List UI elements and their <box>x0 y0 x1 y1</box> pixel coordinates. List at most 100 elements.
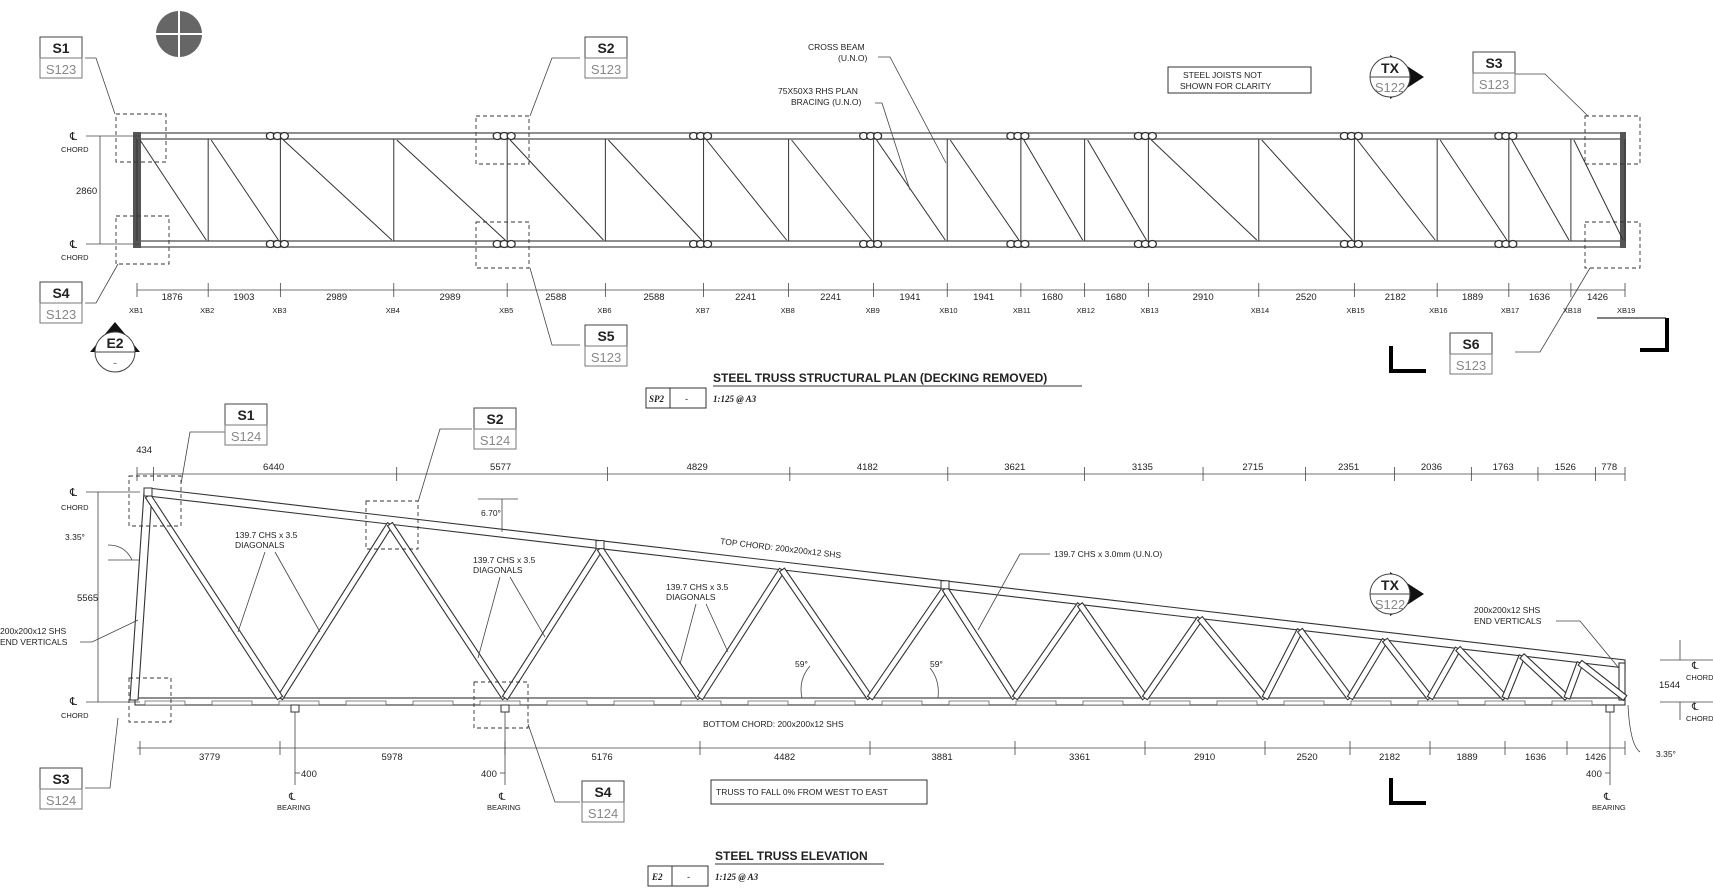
xb-label: XB4 <box>386 306 400 315</box>
plan-span-dim: 1680 <box>1042 292 1063 303</box>
elev-top-dim: 6440 <box>263 462 284 473</box>
svg-text:℄: ℄ <box>1691 661 1699 672</box>
svg-text:S3: S3 <box>52 771 69 787</box>
xb-label: XB19 <box>1617 306 1635 315</box>
plan-bracing <box>396 139 506 241</box>
elev-top-dim: 1763 <box>1493 462 1514 473</box>
plan-bracing <box>1023 139 1084 241</box>
xb-label: XB14 <box>1251 306 1269 315</box>
elev-top-dim: 4829 <box>687 462 708 473</box>
plan-bracing <box>210 139 279 241</box>
plan-span-dim: 1889 <box>1462 292 1483 303</box>
elev-note-bottom-chord: BOTTOM CHORD: 200x200x12 SHS <box>703 719 844 729</box>
elev-bottom-dim: 2910 <box>1194 752 1215 763</box>
elev-top-dim: 778 <box>1601 462 1617 473</box>
svg-text:S1: S1 <box>52 40 69 56</box>
elev-bottom-dim: 3779 <box>199 752 220 763</box>
elev-note-end-right-2: END VERTICALS <box>1474 616 1542 626</box>
plan-note-joists-box <box>1167 66 1312 94</box>
xb-label: XB3 <box>272 306 286 315</box>
elev-bottom-dim: 3881 <box>932 752 953 763</box>
elev-diagonal <box>1381 637 1434 701</box>
svg-text:℄: ℄ <box>69 487 77 499</box>
svg-text:S123: S123 <box>1456 358 1486 373</box>
plan-bracing <box>949 139 1020 241</box>
bearing-offset-dim: 400 <box>481 769 497 780</box>
elev-bottom-dim: 1889 <box>1457 752 1478 763</box>
elev-web-angle-1: 59° <box>795 659 808 669</box>
elev-note-diag-1a: 139.7 CHS x 3.5 <box>235 530 298 540</box>
elev-note-fall: TRUSS TO FALL 0% FROM WEST TO EAST <box>716 787 888 797</box>
elev-diagonal <box>1426 646 1462 701</box>
plan-note-joists-2: SHOWN FOR CLARITY <box>1180 81 1271 91</box>
bearing-label: BEARING <box>277 803 311 812</box>
plan-bracing <box>1573 139 1624 241</box>
plan-bracing <box>1261 139 1353 241</box>
svg-text:℄: ℄ <box>69 696 77 708</box>
elevation-marker-e2[interactable]: E2- <box>90 322 140 373</box>
plan-bracing <box>1151 139 1258 241</box>
svg-text:℄: ℄ <box>69 239 77 251</box>
plan-span-dim: 1941 <box>973 292 994 303</box>
elevation-top-chord <box>147 487 1626 669</box>
elev-top-chord-label: CHORD <box>61 503 89 512</box>
plan-bracing <box>1356 139 1436 241</box>
plan-bracing <box>1439 139 1508 241</box>
plan-width-dim: 2860 <box>76 186 97 197</box>
plan-span-dim: 1903 <box>233 292 254 303</box>
elev-diagonal <box>1346 637 1389 701</box>
elev-diagonal <box>696 567 786 701</box>
svg-text:℄: ℄ <box>288 792 296 803</box>
elev-note-diag-1b: DIAGONALS <box>235 540 285 550</box>
xb-label: XB17 <box>1501 306 1519 315</box>
elev-diagonal <box>866 586 949 701</box>
plan-bracing <box>1087 139 1147 241</box>
elev-note-chs: 139.7 CHS x 3.0mm (U.N.O) <box>1054 549 1162 559</box>
svg-text:S4: S4 <box>52 285 69 301</box>
elevation-ref-dash: - <box>687 872 690 883</box>
elev-diagonal <box>1563 661 1584 700</box>
plan-bracing <box>1511 139 1570 241</box>
elev-note-end-left-1: 200x200x12 SHS <box>0 626 66 636</box>
elev-diagonal <box>941 586 1019 701</box>
elev-angle-left: 3.35° <box>65 532 85 542</box>
elev-top-dim: 2036 <box>1421 462 1442 473</box>
elev-diagonal <box>1076 602 1149 701</box>
plan-ref: SP2 <box>649 394 665 404</box>
elev-bottom-dim: 5978 <box>382 752 403 763</box>
elev-top-dim: 4182 <box>857 462 878 473</box>
elev-bottom-dim: 1426 <box>1585 752 1606 763</box>
elev-bottom-chord-label: CHORD <box>61 711 89 720</box>
plan-top-chord-label: CHORD <box>61 145 89 154</box>
svg-text:℄: ℄ <box>69 131 77 143</box>
elev-diagonal <box>144 493 284 701</box>
plan-note-bracing-1: 75X50X3 RHS PLAN <box>778 86 858 96</box>
elev-note-end-right-1: 200x200x12 SHS <box>1474 605 1540 615</box>
plan-span-dim: 1876 <box>162 292 183 303</box>
plan-span-dim: 2241 <box>735 292 756 303</box>
elev-bottom-dim: 2182 <box>1379 752 1400 763</box>
elev-note-diag-3a: 139.7 CHS x 3.5 <box>666 582 729 592</box>
svg-text:S123: S123 <box>591 350 621 365</box>
svg-text:E2: E2 <box>106 335 123 351</box>
elev-diagonal <box>1455 645 1508 701</box>
elev-bottom-dim: 2520 <box>1297 752 1318 763</box>
svg-text:S122: S122 <box>1375 80 1405 95</box>
elev-diagonal <box>1577 659 1628 702</box>
elev-right-bottom-chord-label: CHORD <box>1686 714 1713 723</box>
xb-label: XB18 <box>1563 306 1581 315</box>
svg-text:S3: S3 <box>1485 55 1502 71</box>
svg-text:S123: S123 <box>1479 77 1509 92</box>
